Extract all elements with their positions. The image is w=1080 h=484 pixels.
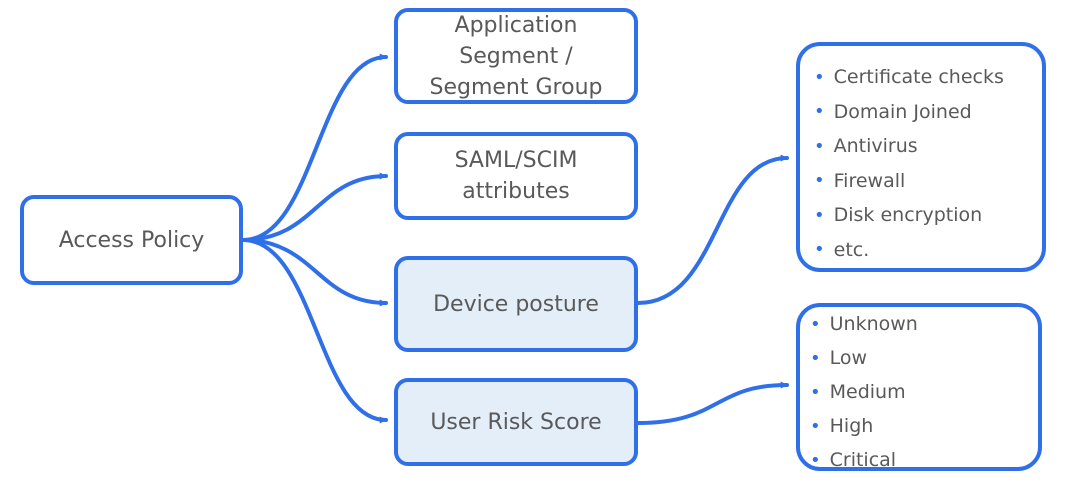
connector-to-app-segment	[241, 53, 388, 242]
risk-level-label: Unknown	[829, 313, 918, 335]
device-posture-node: Device posture	[394, 256, 638, 352]
posture-check-label: etc.	[833, 238, 870, 261]
posture-check-label: Disk encryption	[833, 204, 983, 227]
access-policy-node: Access Policy	[20, 195, 243, 285]
posture-check-item: • Antivirus	[814, 129, 1042, 164]
posture-check-item: • Certificate checks	[814, 60, 1042, 95]
bullet-icon: •	[810, 381, 821, 403]
posture-check-label: Domain Joined	[833, 100, 972, 123]
connector-to-user-risk	[241, 238, 388, 424]
posture-check-label: Certificate checks	[833, 66, 1004, 89]
risk-level-label: Medium	[829, 381, 906, 403]
risk-level-label: High	[829, 415, 874, 437]
posture-checks-list: • Certificate checks • Domain Joined • Anti…	[796, 42, 1046, 272]
app-segment-label: Application Segment / Segment Group	[429, 12, 603, 100]
risk-level-item: • Low	[810, 341, 1038, 375]
access-policy-label: Access Policy	[58, 227, 205, 253]
bullet-icon: •	[810, 347, 821, 369]
app-segment-node: Application Segment / Segment Group	[394, 8, 638, 104]
risk-level-item: • High	[810, 409, 1038, 443]
connector-to-posture-checks	[636, 154, 789, 305]
connector-to-device-posture	[241, 238, 388, 307]
risk-level-item: • Critical	[810, 443, 1038, 477]
posture-check-item: • Firewall	[814, 164, 1042, 199]
saml-scim-label: SAML/SCIM attributes	[454, 148, 578, 204]
device-posture-label: Device posture	[433, 291, 599, 317]
posture-check-item: • etc.	[814, 233, 1042, 268]
saml-scim-node: SAML/SCIM attributes	[394, 132, 638, 220]
risk-level-label: Critical	[829, 449, 897, 471]
bullet-icon: •	[814, 101, 825, 123]
risk-level-item: • Unknown	[810, 307, 1038, 341]
bullet-icon: •	[814, 204, 825, 226]
bullet-icon: •	[814, 239, 825, 261]
user-risk-label: User Risk Score	[430, 409, 602, 435]
bullet-icon: •	[814, 135, 825, 157]
risk-levels-list: • Unknown • Low • Medium • High • Critical	[796, 303, 1042, 471]
bullet-icon: •	[814, 66, 825, 88]
bullet-icon: •	[810, 313, 821, 335]
bullet-icon: •	[810, 415, 821, 437]
bullet-icon: •	[814, 170, 825, 192]
bullet-icon: •	[810, 449, 821, 471]
posture-check-label: Antivirus	[833, 135, 918, 158]
risk-level-item: • Medium	[810, 375, 1038, 409]
posture-check-item: • Disk encryption	[814, 198, 1042, 233]
risk-level-label: Low	[829, 347, 868, 369]
posture-check-label: Firewall	[833, 169, 906, 192]
connector-to-saml-scim	[241, 172, 388, 242]
user-risk-node: User Risk Score	[394, 378, 638, 466]
posture-check-item: • Domain Joined	[814, 95, 1042, 130]
connector-to-risk-levels	[636, 381, 789, 425]
